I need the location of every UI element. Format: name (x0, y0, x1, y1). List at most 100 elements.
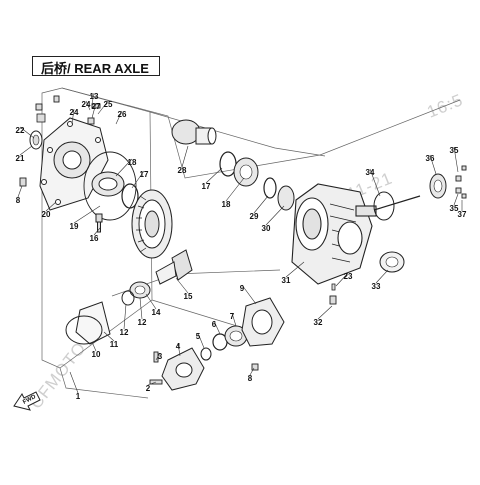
callout-label-13: 13 (90, 92, 99, 101)
callout-leader-16 (93, 227, 101, 236)
callout-label-28: 28 (178, 166, 187, 175)
callout-leader-20 (45, 201, 57, 212)
callout-label-10: 10 (92, 350, 101, 359)
callout-leader-32 (317, 305, 333, 320)
callout-leader-35 (453, 193, 459, 206)
callout-label-12: 12 (138, 318, 147, 327)
group-frame-left (41, 87, 461, 399)
callout-label-27: 27 (92, 102, 101, 111)
callout-label-2: 2 (146, 384, 151, 393)
callout-leader-25 (97, 100, 109, 115)
callout-leader-21 (19, 145, 33, 156)
callout-leader-30 (265, 205, 285, 226)
callout-label-33: 33 (372, 282, 381, 291)
callout-label-11: 11 (110, 340, 119, 349)
flange-plate (161, 347, 205, 391)
callout-leader-24 (71, 108, 75, 125)
callout-label-7: 7 (230, 312, 235, 321)
callout-label-4: 4 (176, 342, 181, 351)
callout-leader-8 (249, 367, 255, 376)
callout-leader-27 (91, 102, 97, 119)
callout-leader-4 (177, 342, 181, 357)
callout-label-1: 1 (76, 392, 81, 401)
callout-label-29: 29 (250, 212, 259, 221)
callout-leader-8 (17, 185, 23, 198)
callout-label-37: 37 (458, 210, 467, 219)
callout-leader-5 (197, 332, 205, 349)
bearing-left (91, 171, 125, 197)
bearing-housing (241, 297, 285, 347)
callout-leader-6 (213, 320, 221, 335)
callout-label-17: 17 (202, 182, 211, 191)
callout-leader-12 (123, 303, 127, 330)
callout-leader-7 (231, 312, 237, 327)
callout-label-15: 15 (184, 292, 193, 301)
fwd-arrow: FWD (13, 391, 41, 411)
callout-label-19: 19 (70, 222, 79, 231)
callout-leader-35 (453, 146, 459, 173)
callout-leader-28 (181, 145, 189, 168)
pinion-gear (155, 249, 193, 285)
page-title: 后桥/ REAR AXLE (41, 61, 149, 76)
callout-label-24: 24 (70, 108, 79, 117)
callout-leader-17 (205, 167, 223, 184)
callout-leader-34 (369, 168, 381, 197)
callout-leader-13 (91, 92, 95, 105)
callout-label-22: 22 (16, 126, 25, 135)
callout-label-18: 18 (222, 200, 231, 209)
callout-leader-14 (145, 293, 157, 310)
callout-label-17: 17 (140, 170, 149, 179)
title-box: 后桥/ REAR AXLE (32, 56, 160, 76)
callout-label-23: 23 (344, 272, 353, 281)
callout-leader-24 (85, 100, 91, 111)
callout-label-12: 12 (120, 328, 129, 337)
callout-leader-36 (429, 154, 437, 175)
callout-label-30: 30 (262, 224, 271, 233)
callout-leader-29 (253, 195, 269, 214)
callout-leader-31 (285, 261, 305, 278)
callout-layer: 1234567891011121213141516171718181920212… (16, 92, 467, 401)
callout-label-3: 3 (158, 352, 163, 361)
callout-label-18: 18 (128, 158, 137, 167)
callout-leader-23 (335, 272, 349, 287)
callout-leader-15 (175, 277, 189, 294)
axle-housing (291, 183, 377, 285)
callout-label-31: 31 (282, 276, 291, 285)
callout-label-32: 32 (314, 318, 323, 327)
callout-leader-10 (91, 341, 97, 352)
callout-leader-1 (69, 371, 79, 394)
callout-leader-11 (103, 331, 115, 342)
callout-label-21: 21 (16, 154, 25, 163)
callout-label-14: 14 (152, 308, 161, 317)
callout-label-8: 8 (248, 374, 253, 383)
callout-leader-22 (19, 126, 35, 139)
callout-label-25: 25 (104, 100, 113, 109)
callout-leader-12 (139, 297, 143, 320)
differential-case (171, 119, 217, 145)
callout-leader-18 (115, 158, 133, 177)
callout-leader-26 (115, 110, 123, 125)
callout-label-35: 35 (450, 204, 459, 213)
callout-label-36: 36 (426, 154, 435, 163)
ring-gear (131, 189, 173, 259)
callout-label-34: 34 (366, 168, 375, 177)
title-chinese: 后桥 (41, 61, 68, 76)
cover-plate-part (39, 117, 109, 211)
callout-label-20: 20 (42, 210, 51, 219)
callout-label-35: 35 (450, 146, 459, 155)
callout-leader-33 (375, 269, 389, 284)
title-english: REAR AXLE (74, 61, 149, 76)
callout-label-6: 6 (212, 320, 217, 329)
callout-leader-9 (241, 284, 257, 305)
callout-label-9: 9 (240, 284, 245, 293)
callout-label-26: 26 (118, 110, 127, 119)
callout-leader-18 (225, 177, 245, 202)
callout-leader-2 (147, 381, 157, 386)
callout-leader-3 (155, 352, 161, 361)
callout-label-5: 5 (196, 332, 201, 341)
callout-leader-17 (131, 170, 145, 189)
callout-leader-19 (73, 205, 101, 224)
callout-label-8: 8 (16, 196, 21, 205)
